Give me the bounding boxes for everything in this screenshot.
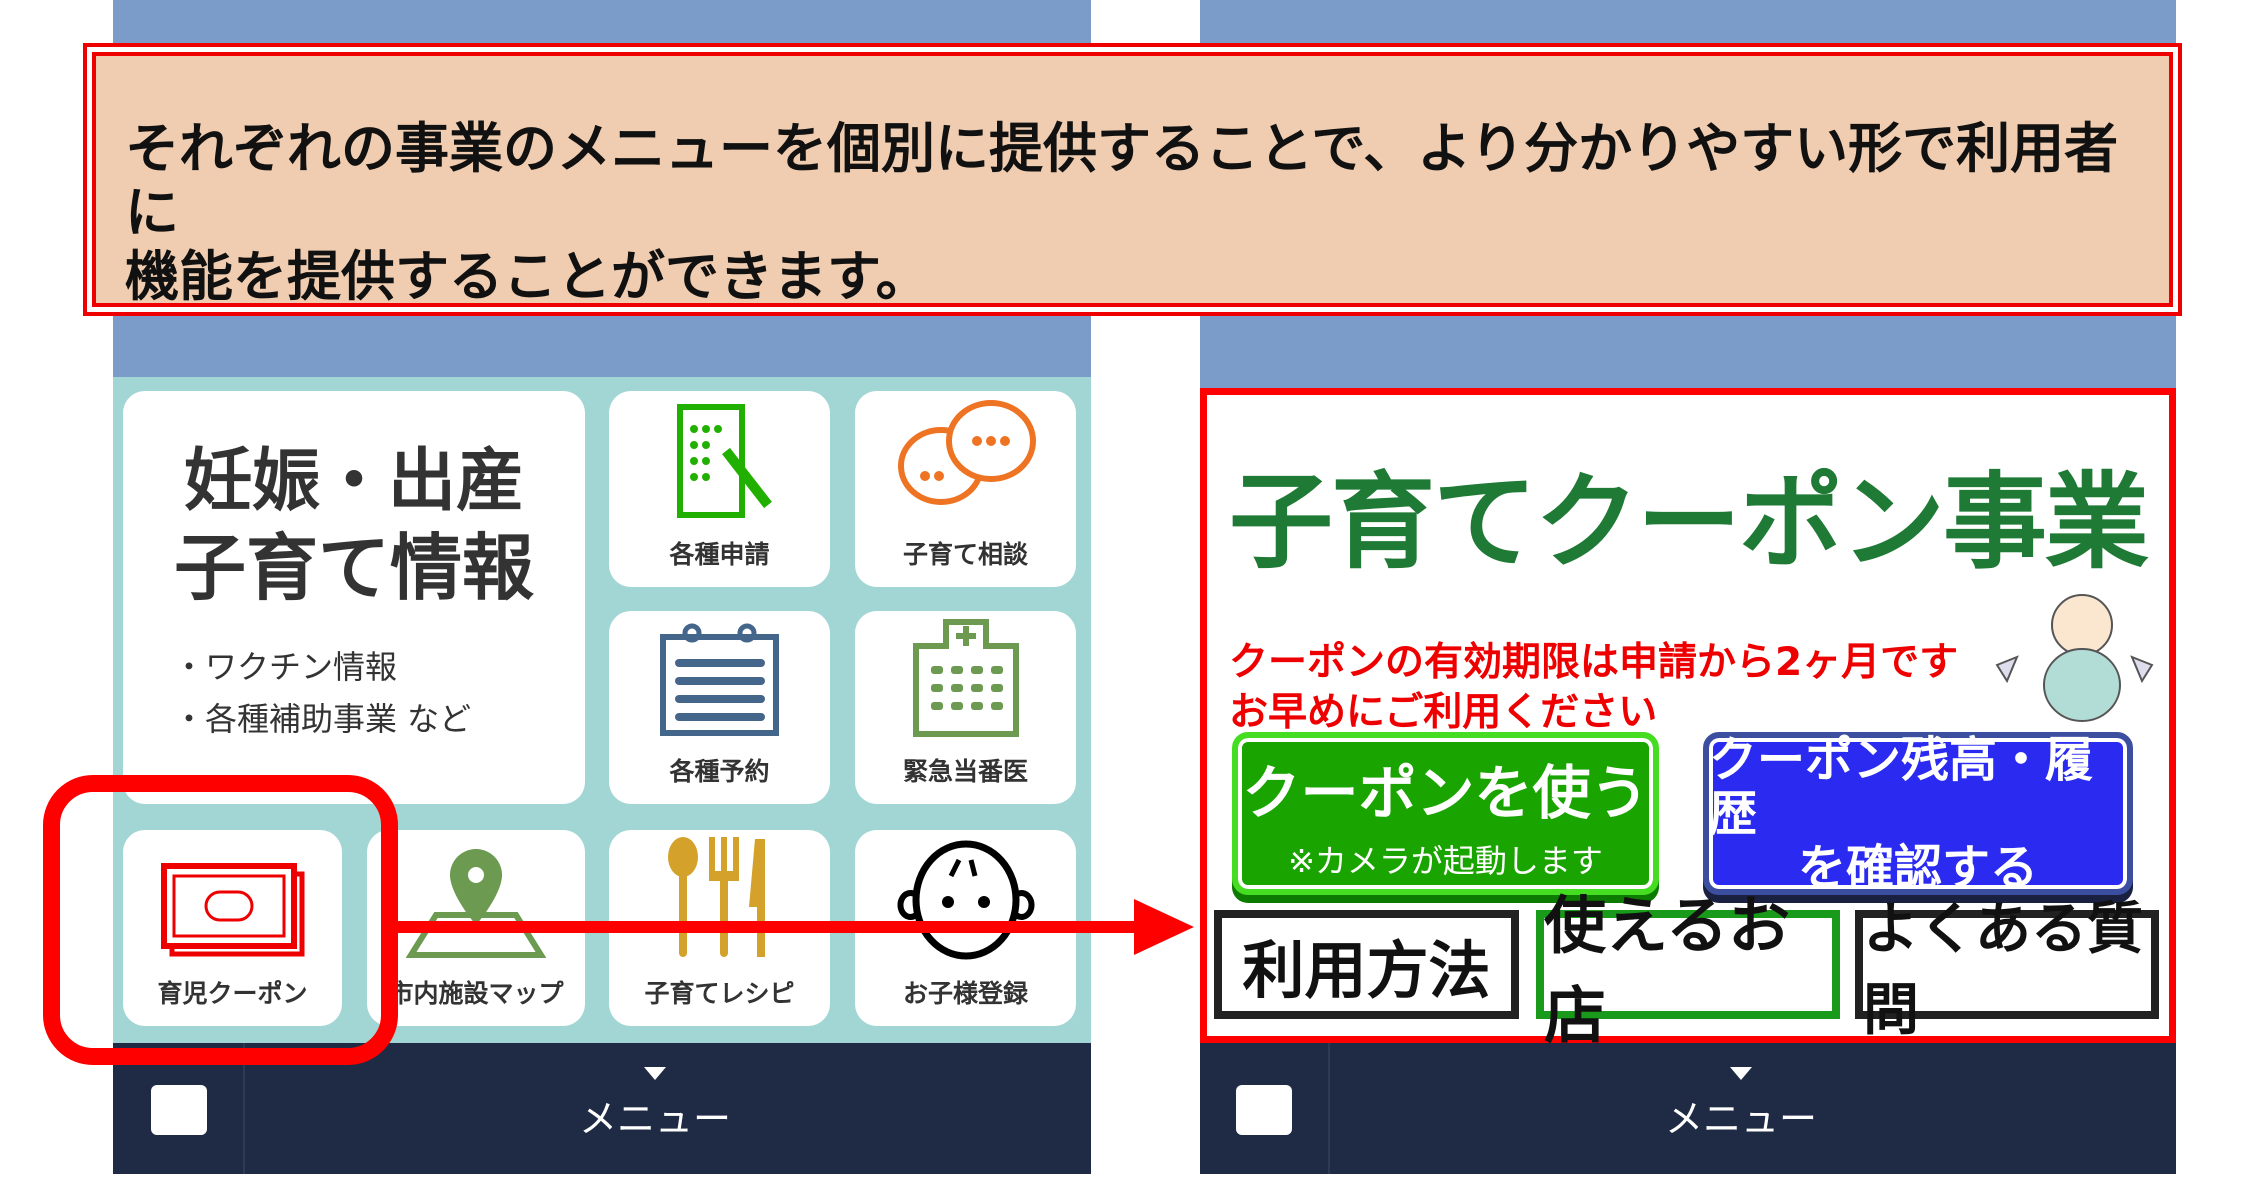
coupon-history-button[interactable]: クーポン残高・履歴 を確認する xyxy=(1703,732,2133,895)
calendar-icon xyxy=(660,623,779,736)
main-tile-title2: 子育て情報 xyxy=(173,526,534,610)
tile-label: 育児クーポン xyxy=(157,979,308,1008)
coupon-title: 子育てクーポン事業 xyxy=(1228,461,2149,583)
main-tile-bullet: ・ワクチン情報 xyxy=(173,648,398,686)
history-label: クーポン残高・履歴 xyxy=(1709,731,2094,842)
hospital-icon xyxy=(912,619,1019,737)
right-rich-menu: 子育てクーポン事業 クーポンの有効期限は申請から2ヶ月です お早めにご利用くださ… xyxy=(1200,388,2176,1052)
main-tile-title: 妊娠・出産 xyxy=(183,442,524,521)
banner-line: それぞれの事業のメニューを個別に提供することで、より分かりやすい形で利用者に xyxy=(125,117,2119,244)
main-tile-bullet: ・各種補助事業 など xyxy=(173,700,472,738)
tile-label: 市内施設マップ xyxy=(388,979,564,1008)
explanation-banner: それぞれの事業のメニューを個別に提供することで、より分かりやすい形で利用者に 機… xyxy=(83,43,2182,316)
tile-childcare-coupon[interactable]: 育児クーポン xyxy=(123,830,342,1026)
tile-consultation[interactable]: 子育て相談 xyxy=(855,391,1076,587)
baby-illustration-icon xyxy=(1995,594,2154,722)
banner-line-2: 機能を提供することができます。 xyxy=(125,245,930,308)
application-form-icon xyxy=(676,404,772,518)
tile-emergency-doctor[interactable]: 緊急当番医 xyxy=(855,611,1076,804)
tile-label: 子育てレシピ xyxy=(644,979,795,1008)
right-bottom-bar: メニュー xyxy=(1200,1043,2176,1174)
keyboard-icon[interactable] xyxy=(151,1085,207,1135)
left-rich-menu: 妊娠・出産 子育て情報 ・ワクチン情報 ・各種補助事業 など 各種申請 子育て相… xyxy=(113,377,1091,1043)
chevron-down-icon[interactable] xyxy=(1730,1067,1752,1080)
keyboard-icon[interactable] xyxy=(1236,1085,1292,1135)
menu-toggle-label[interactable]: メニュー xyxy=(1664,1097,1818,1141)
arrow-icon xyxy=(384,899,1194,955)
tile-label: 各種予約 xyxy=(669,757,770,786)
coupon-icon xyxy=(160,863,304,957)
faq-button[interactable]: よくある質問 xyxy=(1855,897,2159,1043)
how-to-use-button[interactable]: 利用方法 xyxy=(1214,910,1519,1019)
main-info-tile[interactable]: 妊娠・出産 子育て情報 ・ワクチン情報 ・各種補助事業 など xyxy=(123,391,585,804)
expiry-notice: クーポンの有効期限は申請から2ヶ月です xyxy=(1229,640,1959,685)
chat-bubbles-icon xyxy=(897,400,1036,505)
use-coupon-label: クーポンを使う xyxy=(1242,758,1649,827)
history-label-2: を確認する xyxy=(1797,839,2038,896)
chevron-down-icon[interactable] xyxy=(644,1067,666,1080)
tile-reservation[interactable]: 各種予約 xyxy=(609,611,830,804)
menu-toggle-label[interactable]: メニュー xyxy=(578,1097,732,1141)
use-coupon-button[interactable]: クーポンを使う ※カメラが起動します xyxy=(1232,732,1659,895)
highlight-frame xyxy=(43,775,398,1065)
use-coupon-sub: ※カメラが起動します xyxy=(1288,841,1603,880)
map-pin-icon xyxy=(406,849,546,958)
stores-button[interactable]: 使えるお店 xyxy=(1536,889,1840,1052)
tile-label: お子様登録 xyxy=(902,979,1028,1008)
divider xyxy=(1328,1043,1330,1174)
tile-label: 緊急当番医 xyxy=(902,757,1028,786)
tile-application[interactable]: 各種申請 xyxy=(609,391,830,587)
expiry-notice-2: お早めにご利用ください xyxy=(1229,690,1658,735)
divider xyxy=(243,1043,245,1174)
tile-label: 子育て相談 xyxy=(902,540,1028,569)
tile-label: 各種申請 xyxy=(669,540,770,569)
